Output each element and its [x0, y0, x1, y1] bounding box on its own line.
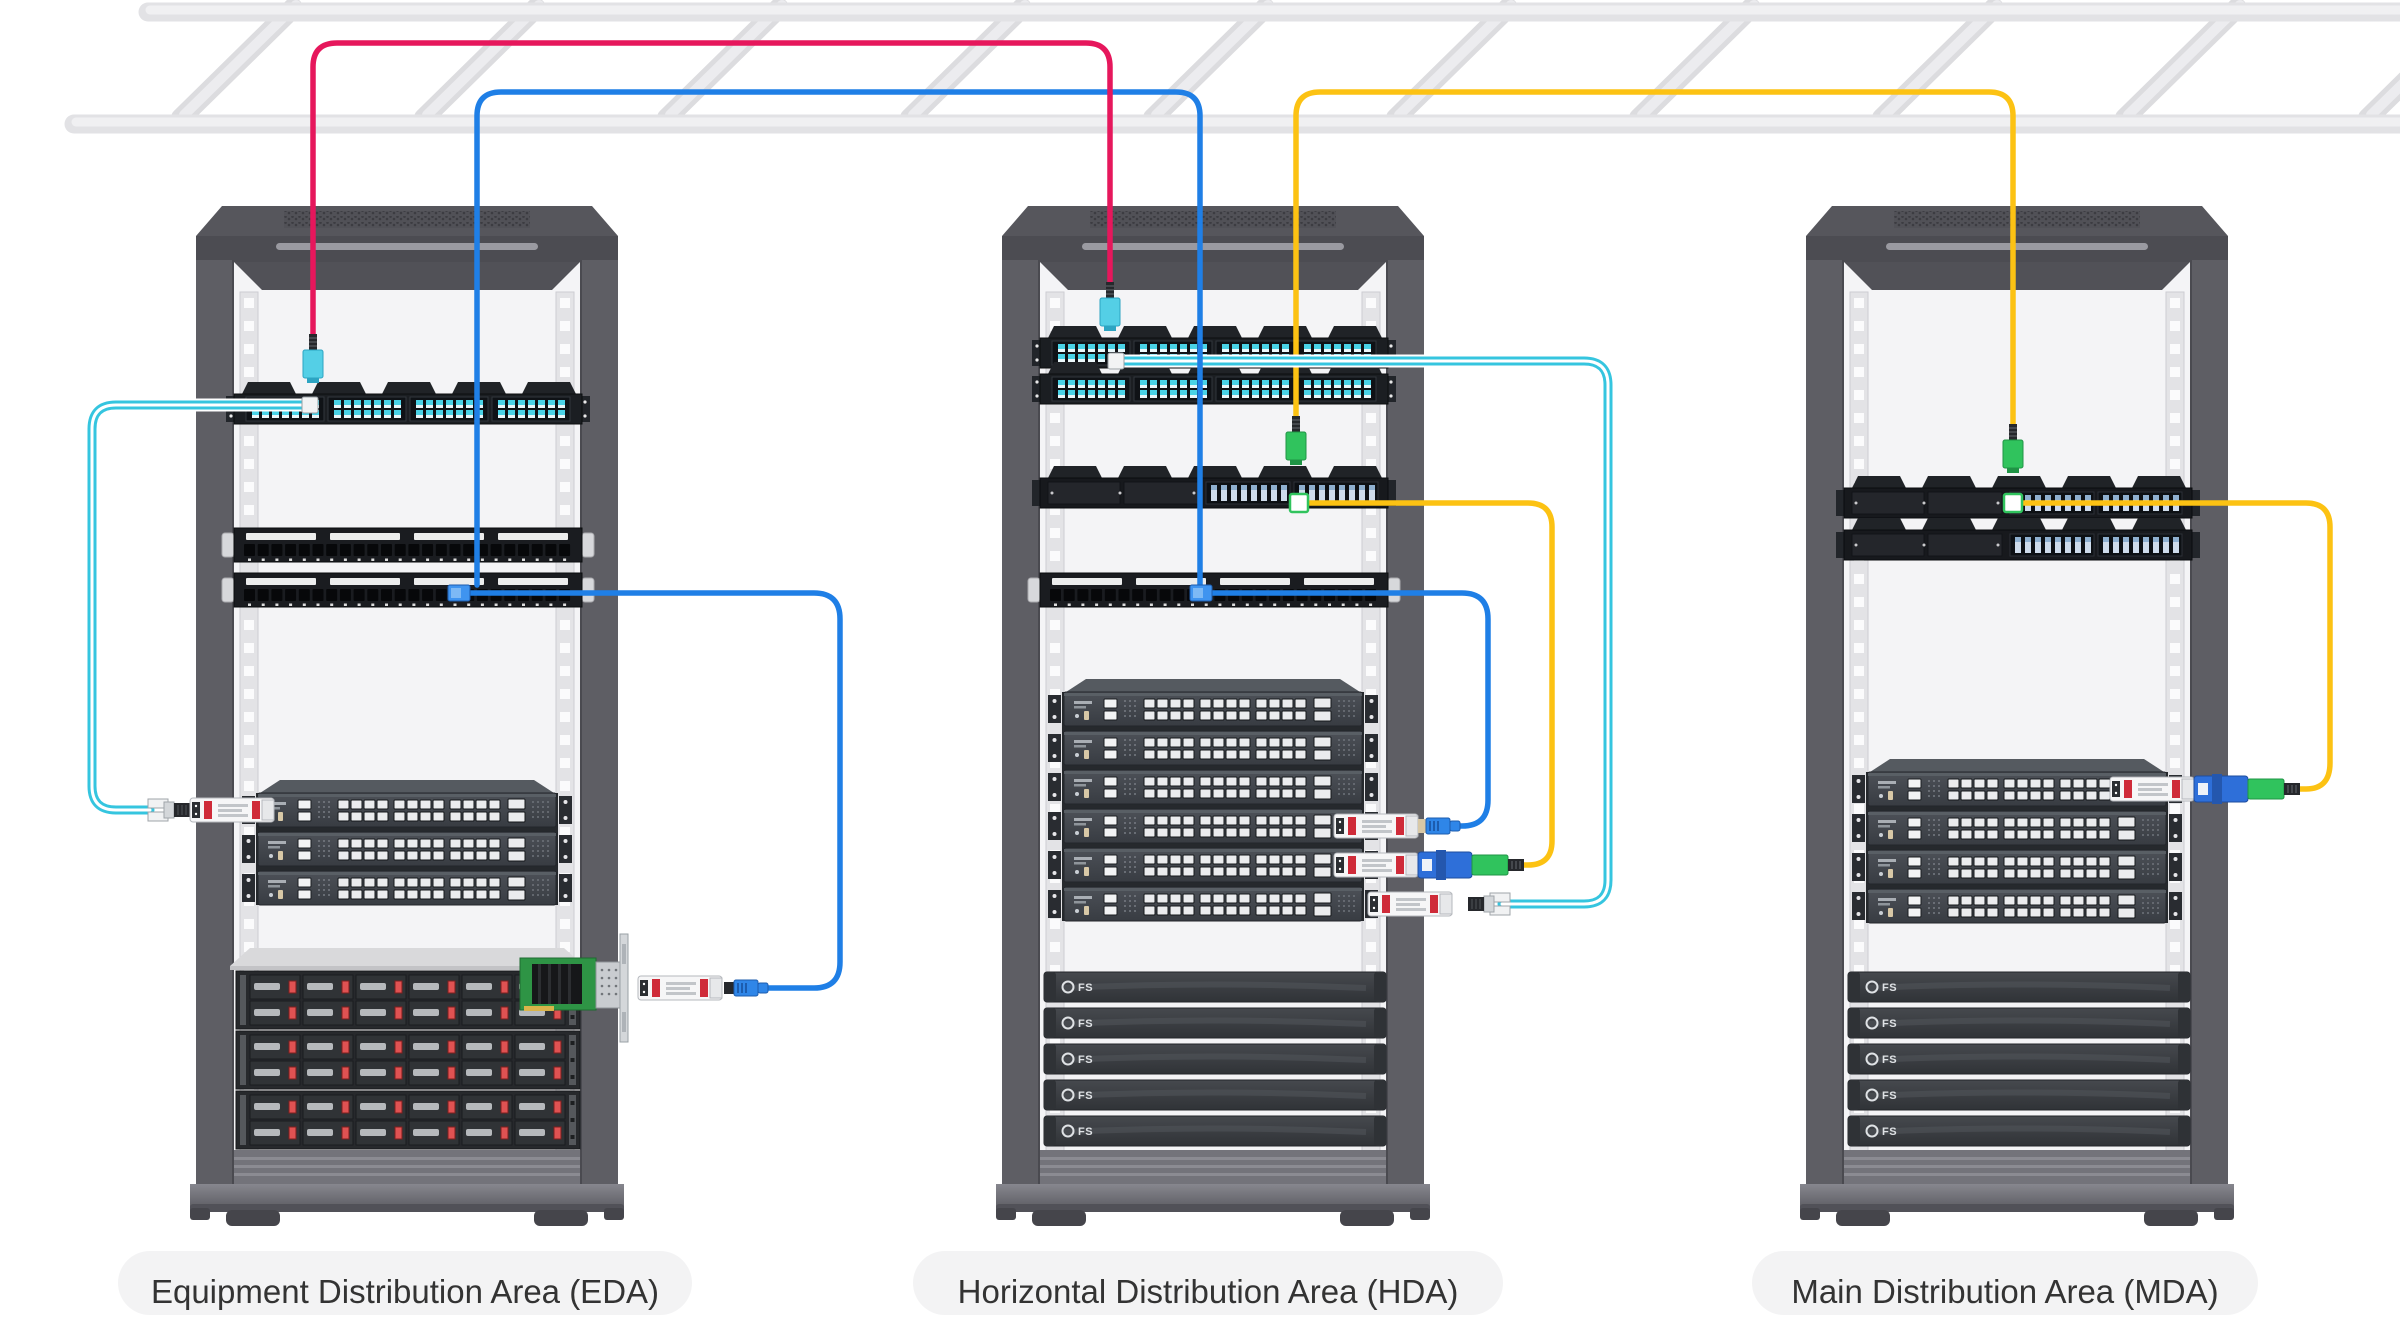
mpo-port-green-icon	[2002, 492, 2024, 514]
cable-aqua-eda	[85, 398, 319, 817]
hda-switch-5	[1047, 847, 1379, 883]
mda-mtp-breakout-panel-2	[1836, 518, 2200, 560]
ladder-rails	[64, 2, 2400, 134]
ladder-rungs	[171, 0, 2400, 128]
hda-fiber-patch-panel-2	[1032, 362, 1396, 404]
cable-blue-hda-switch4	[1209, 590, 1491, 829]
sfp-transceiver-icon	[1333, 813, 1419, 839]
lc-adapter-icon	[1107, 352, 1125, 370]
hda-switch-3	[1047, 769, 1379, 805]
label-pill-eda	[118, 1251, 692, 1315]
sfp-transceiver-icon	[1333, 852, 1419, 878]
mda-blank-panel-3	[1848, 1044, 2190, 1074]
cable-blue-eda-server	[467, 590, 843, 991]
switch-stack-backdrop	[1062, 692, 1364, 921]
mda-switch1-transceiver	[2109, 773, 2301, 805]
mpo-green-connector-icon	[2247, 778, 2301, 800]
label-eda: Equipment Distribution Area (EDA)	[151, 1273, 659, 1310]
eda-storage-nic-assembly	[519, 933, 769, 1043]
mda-blank-panel-2	[1848, 1008, 2190, 1038]
mda-switch-2	[1851, 810, 2183, 846]
label-hda: Horizontal Distribution Area (HDA)	[958, 1273, 1459, 1310]
cable-blue-trunk-eda-hda	[474, 89, 1203, 588]
mda-switch-4	[1851, 888, 2183, 924]
hda-blank-panel-4	[1044, 1080, 1386, 1110]
label-pill-mda	[1752, 1251, 2258, 1315]
mda-blank-panel-1	[1848, 972, 2190, 1002]
connectors	[147, 281, 2301, 1043]
hda-switch-1	[1047, 691, 1379, 727]
switch-stack-lid	[1066, 679, 1360, 692]
rj45-panel-plug-icon	[447, 584, 471, 602]
pci-bracket	[619, 933, 629, 1043]
rj45-panel-plug-icon	[1189, 584, 1213, 602]
hda-switch5-transceiver	[1333, 849, 1525, 881]
switch-stack-lid	[1870, 759, 2164, 772]
hda-switch-2	[1047, 730, 1379, 766]
eda-switch-2	[241, 831, 573, 867]
hda-blank-panel-2	[1044, 1008, 1386, 1038]
hda-blank-panel-1	[1044, 972, 1386, 1002]
mpo-green-connector-icon	[1471, 854, 1525, 876]
hda-switch-6	[1047, 886, 1379, 922]
cable-yellow-trunk-hda-mda	[1293, 89, 2016, 427]
mda-blank-panel-4	[1848, 1080, 2190, 1110]
cable-yellow-mda-switch1	[2021, 500, 2333, 792]
cable-ladder-tray	[64, 0, 2400, 134]
eda-copper-patch-panel-2	[221, 572, 595, 608]
rack-eda	[190, 206, 624, 1226]
mpo-port-green-icon	[1288, 492, 1310, 514]
eda-switch-1	[241, 792, 573, 828]
hda-switch4-transceiver	[1333, 813, 1461, 839]
cable-yellow-hda-switch5	[1307, 500, 1555, 868]
eda-switch-3	[241, 870, 573, 906]
hda-blank-panel-5	[1044, 1116, 1386, 1146]
sfp-transceiver-icon	[1367, 891, 1453, 917]
eda-storage-server	[230, 948, 584, 1149]
hda-switch6-transceiver	[1367, 891, 1511, 917]
hda-switch-4	[1047, 808, 1379, 844]
sfp-transceiver-icon	[637, 975, 723, 1001]
label-mda: Main Distribution Area (MDA)	[1791, 1273, 2218, 1310]
label-pill-hda	[913, 1251, 1503, 1315]
eda-switch1-transceiver	[147, 797, 275, 823]
rack-hda	[996, 206, 1430, 1226]
rj45-plug-icon	[1425, 817, 1461, 835]
mda-blank-panel-5	[1848, 1116, 2190, 1146]
sfp-transceiver-icon	[2109, 776, 2195, 802]
qsfp-connector-icon	[1417, 849, 1473, 881]
mda-switch-3	[1851, 849, 2183, 885]
rack-mda	[1800, 206, 2234, 1226]
eda-copper-patch-panel-1	[221, 527, 595, 563]
cable-aqua-hda	[1118, 354, 1615, 911]
qsfp-connector-icon	[2193, 773, 2249, 805]
lc-adapter-icon	[301, 396, 319, 414]
rj45-plug-icon	[733, 979, 769, 997]
hda-copper-patch-panel	[1027, 572, 1401, 608]
cables	[85, 40, 2333, 991]
cable-pink-trunk-eda-hda	[310, 40, 1113, 337]
switch-stack-lid	[260, 780, 554, 793]
hda-blank-panel-3	[1044, 1044, 1386, 1074]
sfp-transceiver-icon	[189, 797, 275, 823]
area-labels: Equipment Distribution Area (EDA) Horizo…	[118, 1251, 2258, 1315]
